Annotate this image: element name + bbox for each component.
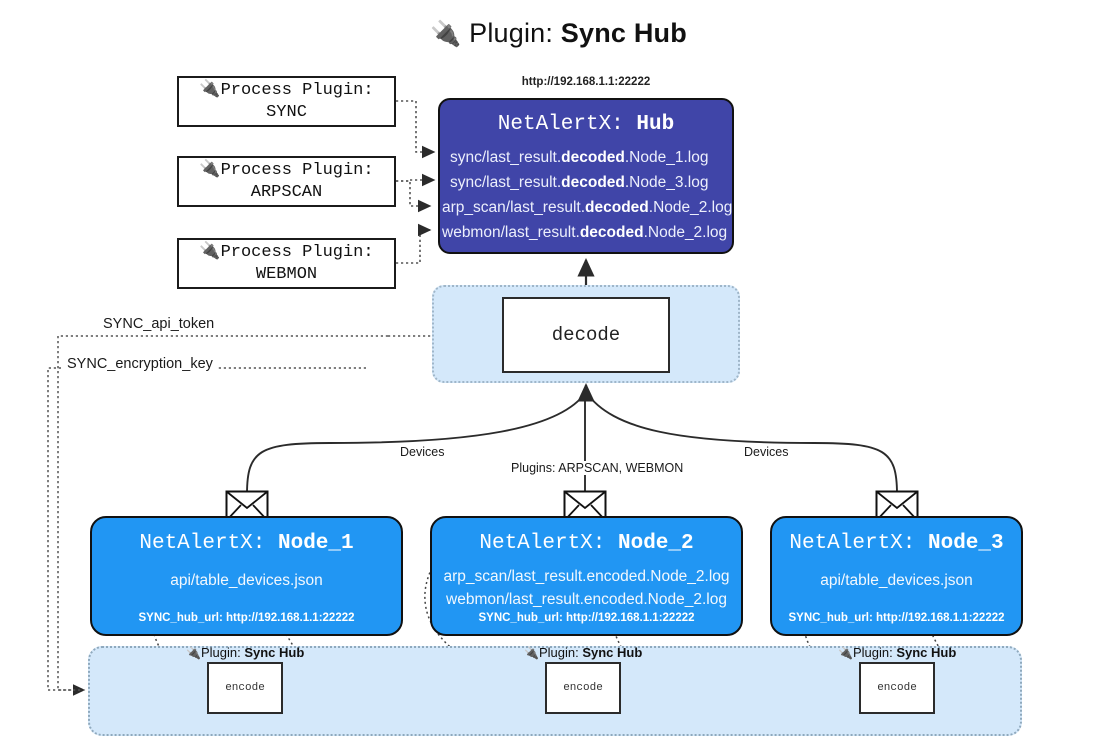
plug-icon: 🔌 (199, 160, 221, 180)
node-box-node-3[interactable]: NetAlertX: Node_3 api/table_devices.json… (770, 516, 1023, 636)
plug-icon: 🔌 (430, 20, 462, 48)
process-plugin-arpscan-line1: 🔌Process Plugin: (199, 160, 374, 180)
process-plugin-sync-line1: 🔌Process Plugin: (199, 80, 374, 100)
wire-label-devices-right: Devices (740, 445, 793, 459)
encoder-1-plugin-tag: 🔌Plugin: Sync Hub (186, 645, 305, 660)
node-2-title: NetAlertX: Node_2 (479, 532, 694, 555)
encode-box-node-1[interactable]: encode (207, 662, 283, 714)
label-sync-encryption-key: SYNC_encryption_key (62, 356, 218, 372)
process-plugin-arpscan-line2: ARPSCAN (250, 182, 323, 202)
page-title-prefix: Plugin: (469, 18, 554, 48)
hub-row: sync/last_result.decoded.Node_3.log (450, 174, 709, 192)
envelope-icon (563, 490, 607, 522)
hub-title: NetAlertX: Hub (440, 113, 732, 136)
wire-label-devices-left: Devices (396, 445, 449, 459)
hub-row: arp_scan/last_result.decoded.Node_2.log (442, 199, 733, 217)
process-plugin-webmon-line1: 🔌Process Plugin: (199, 242, 374, 262)
page-title-name: Sync Hub (560, 18, 687, 48)
label-sync-api-token: SYNC_api_token (98, 316, 220, 332)
plug-icon: 🔌 (199, 80, 221, 100)
plug-icon: 🔌 (524, 646, 539, 660)
process-plugin-box-sync[interactable]: 🔌Process Plugin: SYNC (177, 76, 396, 127)
node-2-hub-url: SYNC_hub_url: http://192.168.1.1:22222 (478, 612, 695, 624)
hub-box[interactable]: NetAlertX: Hub sync/last_result.decoded.… (438, 98, 734, 254)
node-1-line: api/table_devices.json (170, 572, 323, 589)
node-box-node-2[interactable]: NetAlertX: Node_2 arp_scan/last_result.e… (430, 516, 743, 636)
node-2-lines: arp_scan/last_result.encoded.Node_2.log … (432, 565, 741, 612)
hub-row-list: sync/last_result.decoded.Node_1.log sync… (440, 145, 732, 245)
node-2-line: webmon/last_result.encoded.Node_2.log (446, 591, 727, 609)
node-3-title: NetAlertX: Node_3 (789, 532, 1004, 555)
process-plugin-box-arpscan[interactable]: 🔌Process Plugin: ARPSCAN (177, 156, 396, 207)
decode-box[interactable]: decode (502, 297, 670, 373)
plug-icon: 🔌 (838, 646, 853, 660)
hub-name-label: Hub (636, 113, 675, 136)
wire-label-plugins-center: Plugins: ARPSCAN, WEBMON (507, 461, 688, 475)
encode-box-node-2[interactable]: encode (545, 662, 621, 714)
encode-box-node-3[interactable]: encode (859, 662, 935, 714)
node-3-line: api/table_devices.json (820, 572, 973, 589)
process-plugin-webmon-line2: WEBMON (255, 264, 318, 284)
plug-icon: 🔌 (199, 242, 221, 262)
page-title: 🔌 Plugin: Sync Hub (0, 18, 1117, 49)
node-2-line: arp_scan/last_result.encoded.Node_2.log (443, 568, 730, 585)
node-1-hub-url: SYNC_hub_url: http://192.168.1.1:22222 (138, 612, 355, 624)
plug-icon: 🔌 (186, 646, 201, 660)
node-box-node-1[interactable]: NetAlertX: Node_1 api/table_devices.json… (90, 516, 403, 636)
node-3-hub-url: SYNC_hub_url: http://192.168.1.1:22222 (788, 612, 1005, 624)
hub-row: sync/last_result.decoded.Node_1.log (450, 149, 709, 166)
hub-url-label: http://192.168.1.1:22222 (521, 76, 651, 88)
hub-row: webmon/last_result.decoded.Node_2.log (442, 224, 728, 242)
hub-app-label: NetAlertX: (497, 113, 624, 136)
encoder-3-plugin-tag: 🔌Plugin: Sync Hub (838, 645, 957, 660)
encoder-2-plugin-tag: 🔌Plugin: Sync Hub (524, 645, 643, 660)
node-1-title: NetAlertX: Node_1 (139, 532, 354, 555)
process-plugin-sync-line2: SYNC (266, 102, 307, 122)
process-plugin-box-webmon[interactable]: 🔌Process Plugin: WEBMON (177, 238, 396, 289)
